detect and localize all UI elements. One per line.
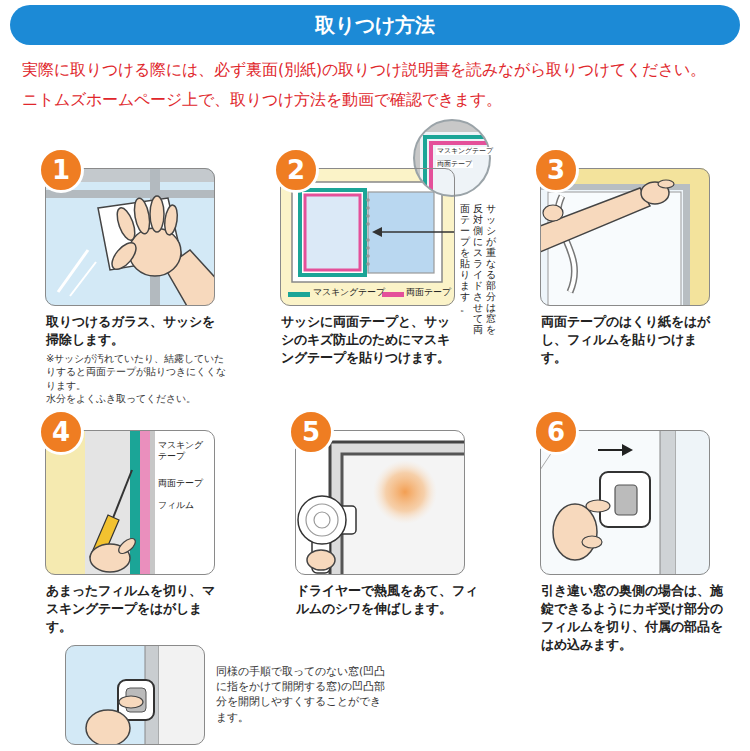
- inset-label: 両面テープ: [436, 160, 473, 168]
- callout-number: 3: [533, 147, 579, 193]
- step-panel: 1取りつけるガラス、サッシを掃除します。※サッシが汚れていたり、結露していたりす…: [45, 168, 215, 306]
- step-caption: ドライヤーで熱風をあて、フィルムのシワを伸ばします。: [296, 582, 478, 621]
- callout-number: 4: [38, 409, 84, 455]
- step-description: サッシに両面テープと、サッシのキズ防止のためにマスキングテープを貼りつけます。: [281, 313, 459, 367]
- step-panel: 5ドライヤーで熱風をあて、フィルムのシワを伸ばします。: [295, 430, 465, 575]
- detail-inset: [414, 120, 490, 196]
- step-description: 取りつけるガラス、サッシを掃除します。: [46, 313, 226, 349]
- step-panel: 同様の手順で取ってのない窓(凹凸に指をかけて開閉する窓)の凹凸部分を開閉しやすく…: [65, 645, 205, 745]
- vertical-note: サッシが重なる部分は窓を反対側にスライドさせて両面テープを貼ります。: [460, 203, 496, 339]
- step-panel: 2サッシに両面テープと、サッシのキズ防止のためにマスキングテープを貼りつけます。: [280, 168, 455, 306]
- legend-swatch: [288, 292, 310, 297]
- callout-number: 5: [288, 409, 334, 455]
- callout-number: 1: [38, 147, 84, 193]
- title-text: 取りつけ方法: [10, 5, 740, 45]
- step-description: 両面テープのはくり紙をはがし、フィルムを貼りつけます。: [541, 313, 721, 367]
- part-label: マスキングテープ: [158, 440, 210, 463]
- step-note: 水分をよくふき取ってください。: [46, 392, 226, 406]
- legend-text: 両面テープ: [406, 287, 451, 299]
- step-caption: 引き違い窓の奥側の場合は、施錠できるようにカギ受け部分のフィルムを切り、付属の部…: [541, 582, 727, 657]
- side-caption: 同様の手順で取ってのない窓(凹凸に指をかけて開閉する窓)の凹凸部分を開閉しやすく…: [216, 664, 388, 725]
- step-caption: 両面テープのはくり紙をはがし、フィルムを貼りつけます。: [541, 313, 721, 370]
- step-panel: 6引き違い窓の奥側の場合は、施錠できるようにカギ受け部分のフィルムを切り、付属の…: [540, 430, 710, 575]
- step-description: 同様の手順で取ってのない窓(凹凸に指をかけて開閉する窓)の凹凸部分を開閉しやすく…: [216, 664, 388, 725]
- callout-number: 2: [273, 147, 319, 193]
- notice-text: ニトムズホームページ上で、取りつけ方法を動画で確認できます。: [22, 90, 502, 111]
- step-caption: 取りつけるガラス、サッシを掃除します。※サッシが汚れていたり、結露していたりする…: [46, 313, 226, 406]
- legend-swatch: [382, 292, 404, 297]
- part-label: フィルム: [158, 500, 194, 511]
- title-banner: [10, 5, 740, 45]
- step-panel: 3両面テープのはくり紙をはがし、フィルムを貼りつけます。: [540, 168, 710, 306]
- callout-number: 6: [533, 409, 579, 455]
- step-caption: あまったフィルムを切り、マスキングテープをはがします。: [46, 582, 226, 639]
- notice-text: 実際に取りつける際には、必ず裏面(別紙)の取りつけ説明書を読みながら取りつけてく…: [22, 60, 706, 81]
- legend-text: マスキングテープ: [313, 287, 385, 299]
- step-description: 引き違い窓の奥側の場合は、施錠できるようにカギ受け部分のフィルムを切り、付属の部…: [541, 582, 727, 654]
- part-label: 両面テープ: [158, 478, 203, 489]
- step-description: あまったフィルムを切り、マスキングテープをはがします。: [46, 582, 226, 636]
- inset-label: マスキングテープ: [436, 147, 494, 155]
- recess-illustration: [65, 645, 205, 745]
- step-caption: サッシに両面テープと、サッシのキズ防止のためにマスキングテープを貼りつけます。: [281, 313, 459, 370]
- step-note: ※サッシが汚れていたり、結露していたりすると両面テープが貼りつきにくくなります。: [46, 352, 226, 393]
- step-description: ドライヤーで熱風をあて、フィルムのシワを伸ばします。: [296, 582, 478, 618]
